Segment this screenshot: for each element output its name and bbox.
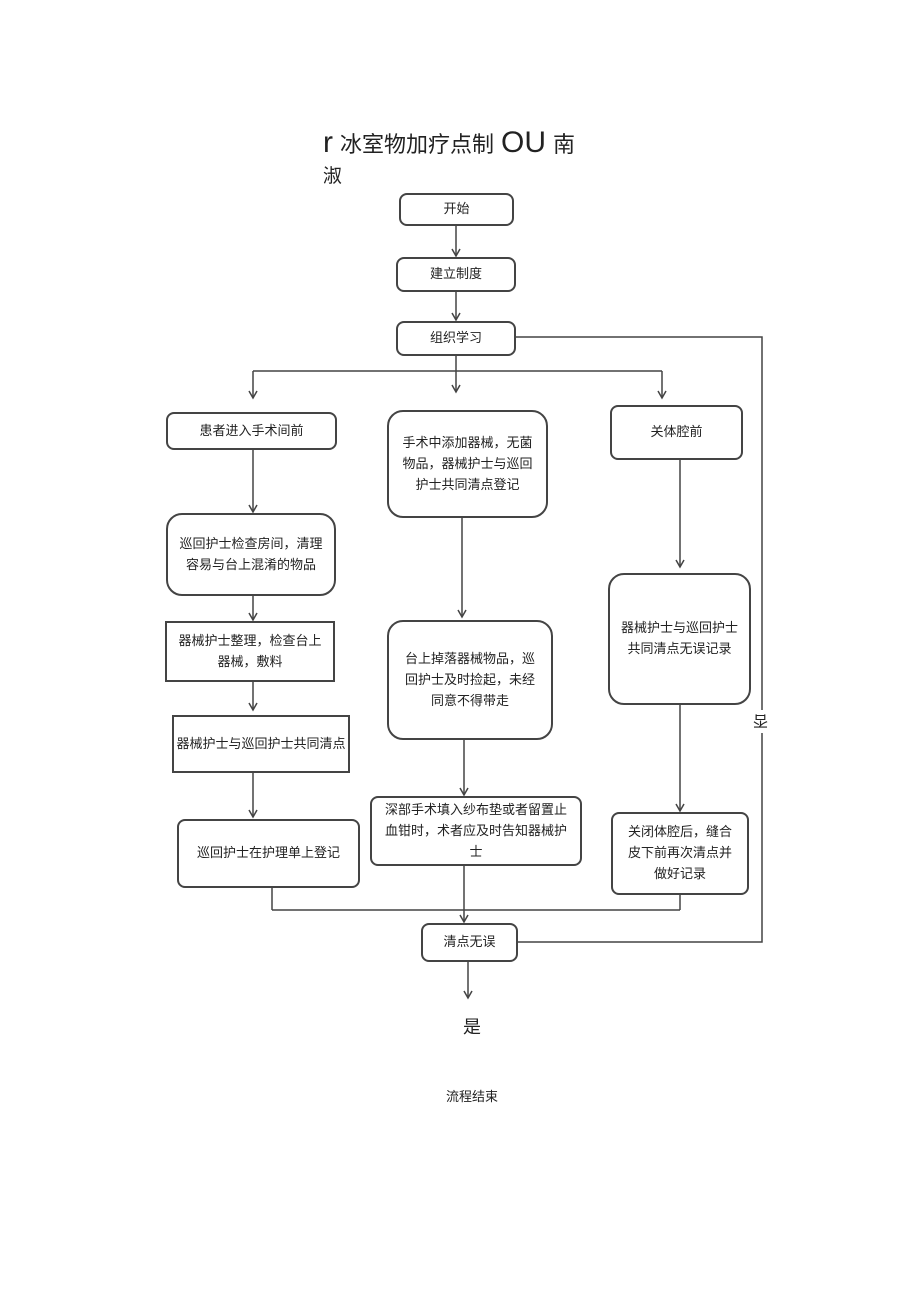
node-before-entering-or: 患者进入手术间前 [166,412,337,450]
diagram-title: r 冰室物加疗点制 OU 南 [323,126,575,160]
diagram-subtitle: 淑 [323,165,343,187]
node-deep-surgery-gauze: 深部手术填入纱布垫或者留置止血钳时，术者应及时告知器械护士 [370,796,582,866]
node-circulating-nurse-check-room: 巡回护士检查房间，清理容易与台上混淆的物品 [166,513,336,596]
node-joint-count-record-right: 器械护士与巡回护士共同清点无误记录 [608,573,751,705]
node-start: 开始 [399,193,514,226]
node-scrub-nurse-arrange-instruments: 器械护士整理，检查台上器械，敷料 [165,621,335,682]
label-yes: 是 [463,1017,481,1038]
title-fragment-d: 南 [553,133,576,158]
node-process-end: 流程结束 [446,1090,499,1105]
node-before-closing-cavity: 关体腔前 [610,405,743,460]
node-organize-study: 组织学习 [396,321,516,356]
node-count-correct-decision: 清点无误 [421,923,518,962]
node-joint-count-left: 器械护士与巡回护士共同清点 [172,715,350,773]
title-fragment-b: 冰室物加疗点制 [340,133,495,158]
feedback-loop-no [515,336,763,943]
node-register-on-nursing-sheet: 巡回护士在护理单上登记 [177,819,360,888]
node-add-instruments-during-surgery: 手术中添加器械，无菌物品，器械护士与巡回护士共同清点登记 [387,410,548,518]
title-fragment-c: OU [501,126,547,159]
node-dropped-instruments: 台上掉落器械物品，巡回护士及时捡起，未经同意不得带走 [387,620,553,740]
title-fragment-a: r [323,126,333,159]
label-no: 否 [750,710,771,733]
node-establish-system: 建立制度 [396,257,516,292]
node-after-closing-cavity: 关闭体腔后，缝合皮下前再次清点并做好记录 [611,812,749,895]
